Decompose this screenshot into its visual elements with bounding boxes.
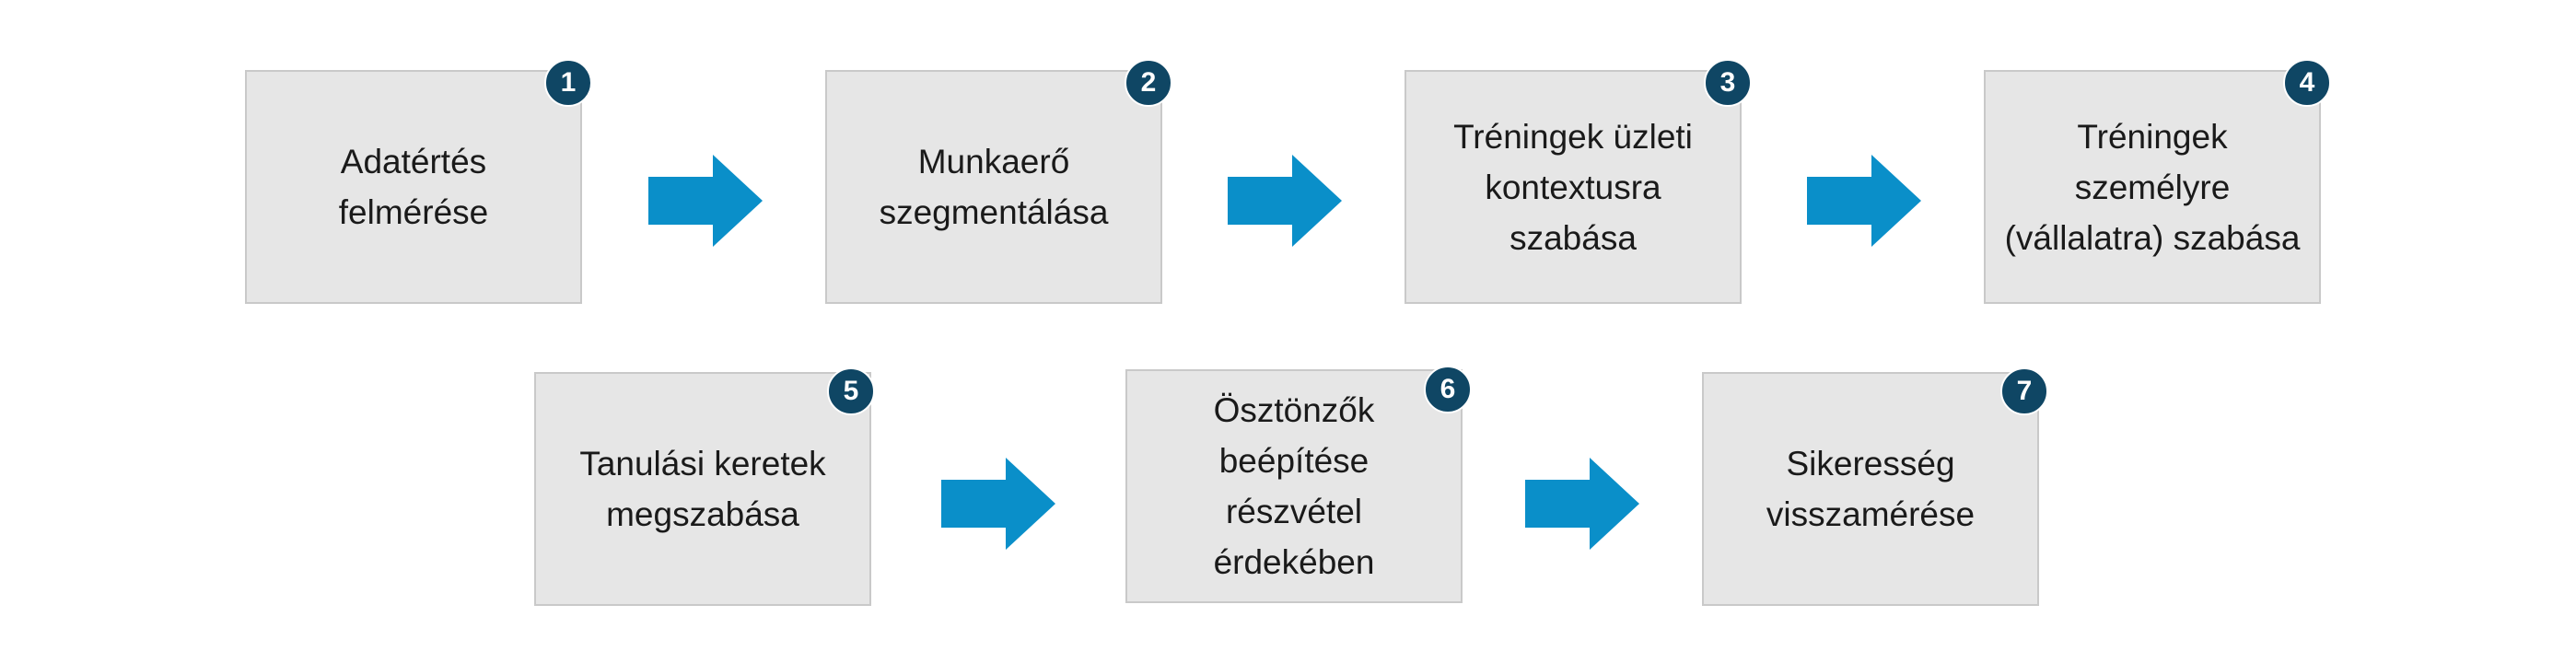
- step-label-6: Ösztönzők beépítése részvétel érdekében: [1213, 391, 1375, 581]
- step-box-5: Tanulási keretek megszabása: [534, 372, 871, 606]
- step-label-2: Munkaerő szegmentálása: [879, 143, 1109, 231]
- step-label-3: Tréningek üzleti kontextusra szabása: [1453, 117, 1693, 257]
- step-box-1: Adatértés felmérése: [245, 70, 582, 304]
- step-label-7: Sikeresség visszamérése: [1766, 445, 1976, 533]
- step-box-3: Tréningek üzleti kontextusra szabása: [1405, 70, 1742, 304]
- arrow-right-icon: [1228, 155, 1342, 247]
- step-box-2: Munkaerő szegmentálása: [825, 70, 1162, 304]
- step-box-6: Ösztönzők beépítése részvétel érdekében: [1125, 369, 1463, 603]
- arrow-right-icon: [941, 458, 1055, 550]
- step-label-1: Adatértés felmérése: [338, 143, 489, 231]
- step-badge-3: 3: [1704, 59, 1752, 107]
- step-badge-1: 1: [544, 59, 592, 107]
- step-badge-4: 4: [2283, 59, 2331, 107]
- arrow-right-icon: [1525, 458, 1639, 550]
- step-badge-6: 6: [1424, 366, 1472, 413]
- arrow-right-icon: [648, 155, 763, 247]
- step-box-4: Tréningek személyre (vállalatra) szabása: [1984, 70, 2321, 304]
- step-box-7: Sikeresség visszamérése: [1702, 372, 2039, 606]
- step-badge-2: 2: [1125, 59, 1172, 107]
- arrow-right-icon: [1807, 155, 1921, 247]
- step-label-5: Tanulási keretek megszabása: [579, 445, 826, 533]
- step-label-4: Tréningek személyre (vállalatra) szabása: [2004, 117, 2301, 257]
- step-badge-7: 7: [2000, 367, 2048, 415]
- step-badge-5: 5: [827, 367, 875, 415]
